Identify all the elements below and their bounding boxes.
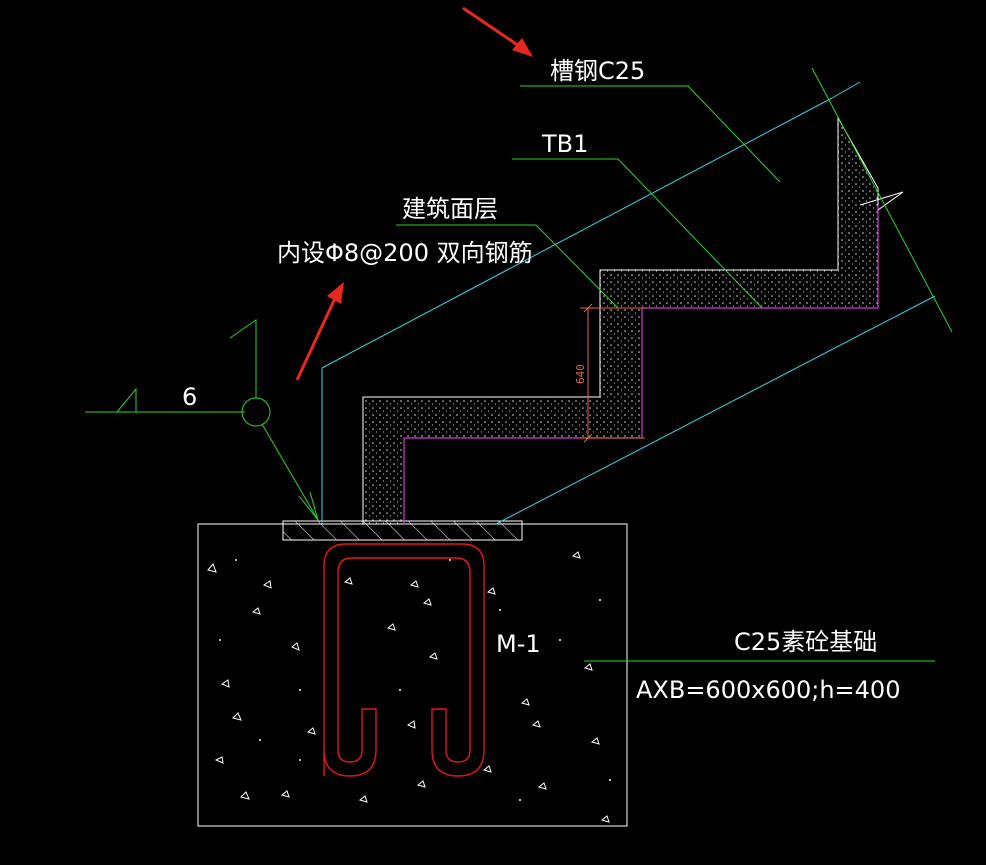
red-arrow-left [295, 282, 344, 381]
stair-slab-outline [321, 81, 936, 525]
label-foundation-title: C25素砼基础 [734, 628, 877, 656]
aggregate-dots [219, 559, 611, 801]
label-channel-steel: 槽钢C25 [550, 57, 645, 85]
dimension-text: 640 [574, 364, 587, 384]
leader-lines [396, 85, 935, 662]
finish-layer-fill [362, 116, 904, 525]
label-embed-plate: M-1 [496, 630, 541, 658]
label-rebar-note: 内设Φ8@200 双向钢筋 [277, 239, 533, 267]
concrete-foundation [197, 523, 628, 827]
dimension-640 [580, 303, 645, 443]
label-finish-layer: 建筑面层 [402, 195, 498, 223]
break-line [811, 67, 953, 333]
anchor-rebar [323, 543, 485, 777]
label-elevation: 6 [182, 383, 197, 411]
elevation-symbol [85, 319, 319, 521]
red-arrow-top [462, 6, 533, 57]
label-foundation-size: AXB=600x600;h=400 [636, 676, 900, 704]
aggregate-marks [207, 551, 610, 823]
label-tb1: TB1 [541, 130, 588, 158]
